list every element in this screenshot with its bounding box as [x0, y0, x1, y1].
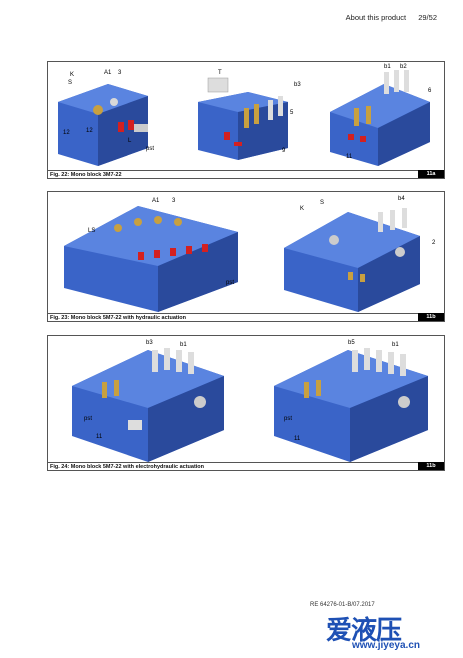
svg-text:12: 12: [63, 130, 70, 136]
caption-text: Fig. 24: Mono block 5M7-22 with electroh…: [50, 464, 205, 470]
svg-text:b1: b1: [392, 342, 399, 348]
svg-text:11: 11: [96, 434, 103, 440]
figure-tag: 11b: [418, 313, 444, 321]
svg-text:S: S: [68, 80, 72, 86]
svg-text:b2: b2: [400, 64, 407, 70]
figure-tag: 11b: [418, 462, 444, 470]
svg-text:pst: pst: [84, 416, 92, 422]
figure-tag: 11a: [418, 170, 444, 178]
svg-text:5: 5: [290, 110, 294, 116]
figure-23-caption: Fig. 23: Mono block 5M7-22 with hydrauli…: [48, 313, 444, 321]
document-footer: RE 64276-01-B/07.2017: [310, 602, 375, 608]
svg-text:T: T: [218, 70, 222, 76]
page-header: About this product 29/52: [336, 13, 437, 22]
svg-text:pst: pst: [284, 416, 292, 422]
svg-text:b4: b4: [398, 196, 405, 202]
page-number: 29/52: [418, 13, 437, 22]
svg-text:12: 12: [86, 128, 93, 134]
svg-text:K: K: [70, 72, 74, 78]
svg-text:b3: b3: [294, 82, 301, 88]
figure-23-illustration: A1 3 LS pst K S b4 2: [64, 196, 436, 312]
svg-text:11: 11: [346, 154, 353, 160]
svg-text:pst: pst: [226, 280, 234, 286]
svg-text:pst: pst: [146, 146, 154, 152]
svg-text:6: 6: [428, 88, 432, 94]
svg-text:b1: b1: [384, 64, 391, 70]
svg-text:3: 3: [118, 70, 122, 76]
caption-text: Fig. 22: Mono block 3M7-22: [50, 172, 122, 178]
watermark-logo: 爱液压: [326, 616, 402, 646]
figure-24: b3 b1 pst 11 b5 b1 pst 11 Fig. 24: Mono bloc…: [47, 335, 445, 471]
svg-text:b1: b1: [180, 342, 187, 348]
svg-text:11: 11: [294, 436, 301, 442]
svg-text:K: K: [300, 206, 304, 212]
svg-text:2: 2: [432, 240, 436, 246]
svg-text:3: 3: [172, 198, 176, 204]
svg-text:L: L: [128, 138, 132, 144]
figure-24-illustration: b3 b1 pst 11 b5 b1 pst 11: [72, 340, 428, 462]
svg-text:b3: b3: [146, 340, 153, 346]
figure-22-caption: Fig. 22: Mono block 3M7-22 11a: [48, 170, 444, 178]
watermark-url: www.jiyeya.cn: [352, 640, 420, 651]
svg-text:b5: b5: [348, 340, 355, 346]
caption-text: Fig. 23: Mono block 5M7-22 with hydrauli…: [50, 315, 186, 321]
svg-text:A1: A1: [152, 198, 160, 204]
svg-text:9: 9: [282, 148, 286, 154]
svg-text:LS: LS: [88, 228, 95, 234]
section-title: About this product: [345, 13, 407, 22]
figure-23: A1 3 LS pst K S b4 2 Fig. 23: Mono block 5M7…: [47, 191, 445, 322]
svg-text:S: S: [320, 200, 324, 206]
svg-text:A1: A1: [104, 70, 112, 76]
figure-24-caption: Fig. 24: Mono block 5M7-22 with electroh…: [48, 462, 444, 470]
